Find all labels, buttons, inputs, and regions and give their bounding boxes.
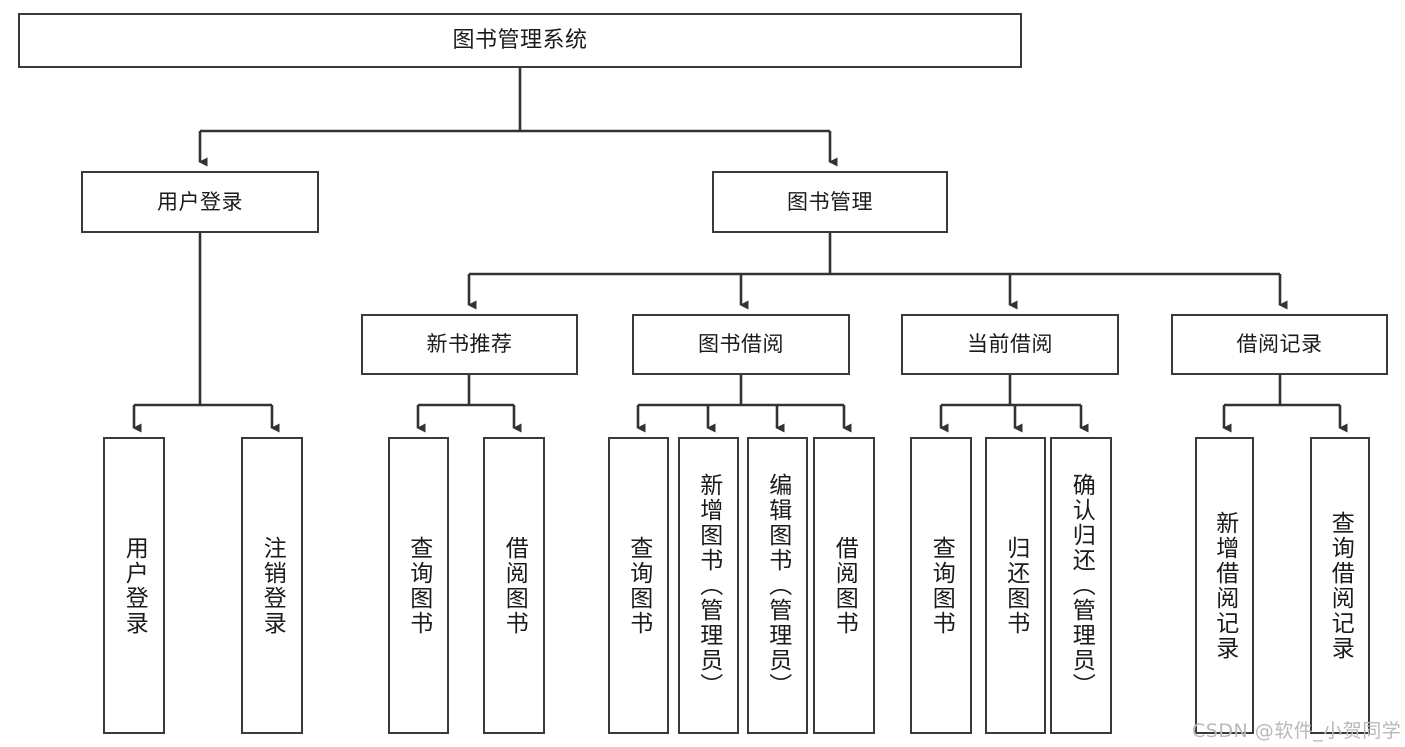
node-leaf-add-book-label: 新增图书（管理员） (695, 473, 722, 698)
node-book-borrow-label: 图书借阅 (698, 332, 784, 357)
node-leaf-query-book-1[interactable]: 查询图书 (388, 437, 449, 734)
node-leaf-return-book[interactable]: 归还图书 (985, 437, 1046, 734)
node-leaf-borrow-book-1[interactable]: 借阅图书 (483, 437, 545, 734)
node-user-login[interactable]: 用户登录 (81, 171, 319, 233)
node-new-book-recommend-label: 新书推荐 (426, 332, 513, 357)
node-new-book-recommend[interactable]: 新书推荐 (361, 314, 578, 375)
node-book-management[interactable]: 图书管理 (712, 171, 948, 233)
node-system-title-label: 图书管理系统 (452, 27, 588, 53)
node-leaf-confirm-return-label: 确认归还（管理员） (1068, 473, 1095, 698)
node-current-borrow[interactable]: 当前借阅 (901, 314, 1119, 375)
node-leaf-query-book-3[interactable]: 查询图书 (910, 437, 972, 734)
node-borrow-record[interactable]: 借阅记录 (1171, 314, 1388, 375)
node-leaf-add-record-label: 新增借阅记录 (1211, 510, 1238, 661)
node-leaf-borrow-book-1-label: 借阅图书 (501, 535, 528, 636)
node-leaf-user-login-label: 用户登录 (121, 535, 148, 636)
node-system-title[interactable]: 图书管理系统 (18, 13, 1022, 68)
csdn-watermark: CSDN @软件_小贺同学 (1192, 720, 1402, 742)
node-leaf-query-book-2-label: 查询图书 (625, 535, 652, 636)
node-leaf-confirm-return[interactable]: 确认归还（管理员） (1050, 437, 1112, 734)
node-leaf-query-record-label: 查询借阅记录 (1327, 510, 1354, 661)
node-borrow-record-label: 借阅记录 (1236, 332, 1323, 357)
node-leaf-return-book-label: 归还图书 (1002, 535, 1029, 636)
node-leaf-user-login[interactable]: 用户登录 (103, 437, 165, 734)
node-leaf-query-book-2[interactable]: 查询图书 (608, 437, 669, 734)
node-leaf-logout-label: 注销登录 (259, 535, 286, 636)
node-leaf-logout[interactable]: 注销登录 (241, 437, 303, 734)
node-current-borrow-label: 当前借阅 (967, 332, 1053, 357)
node-leaf-edit-book-label: 编辑图书（管理员） (764, 473, 791, 698)
node-leaf-borrow-book-2-label: 借阅图书 (831, 535, 858, 636)
node-book-borrow[interactable]: 图书借阅 (632, 314, 850, 375)
node-leaf-edit-book[interactable]: 编辑图书（管理员） (747, 437, 808, 734)
node-leaf-query-book-1-label: 查询图书 (405, 535, 432, 636)
node-book-management-label: 图书管理 (787, 189, 873, 214)
node-leaf-borrow-book-2[interactable]: 借阅图书 (813, 437, 875, 734)
node-leaf-add-book[interactable]: 新增图书（管理员） (678, 437, 739, 734)
node-leaf-query-record[interactable]: 查询借阅记录 (1310, 437, 1370, 734)
node-leaf-query-book-3-label: 查询图书 (928, 535, 955, 636)
node-leaf-add-record[interactable]: 新增借阅记录 (1195, 437, 1254, 734)
node-user-login-label: 用户登录 (157, 189, 243, 214)
